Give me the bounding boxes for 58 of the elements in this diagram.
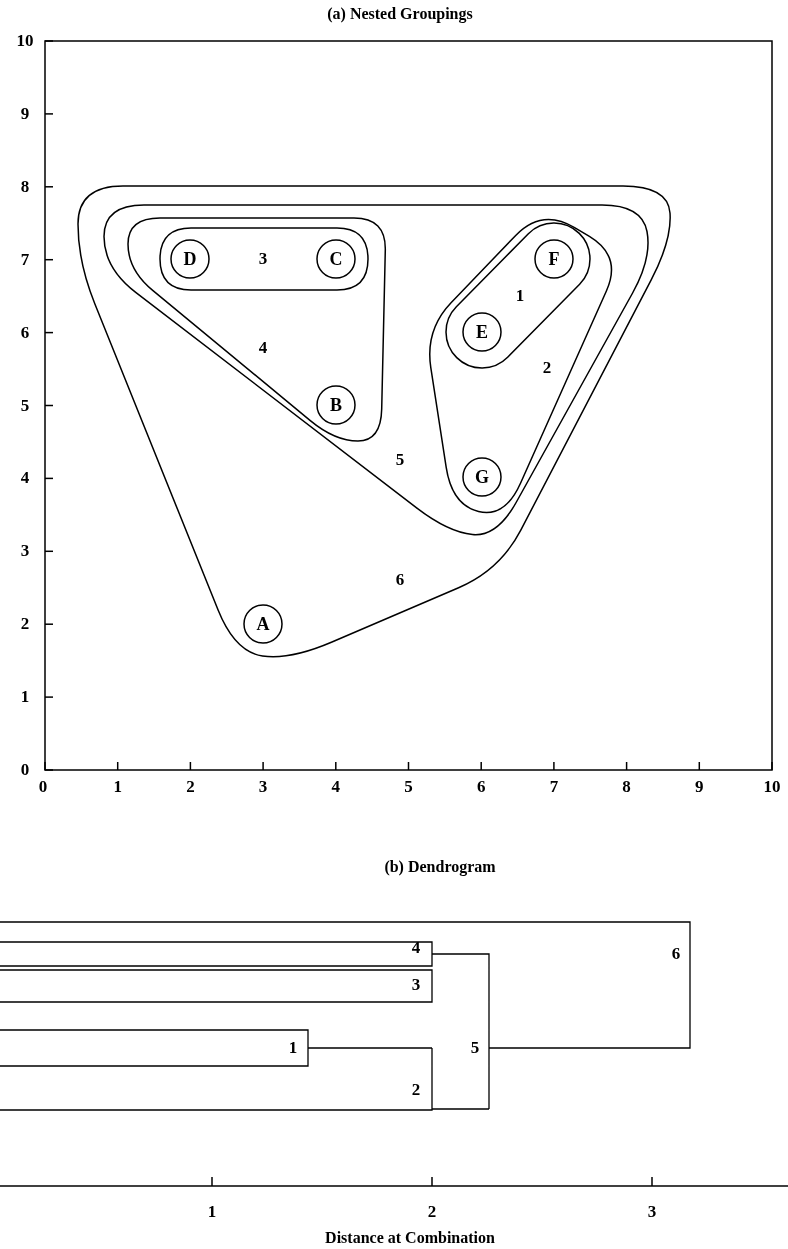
point-letter: B: [330, 396, 342, 414]
point-circle: [316, 385, 356, 425]
axis-tick-label: 2: [20, 615, 30, 634]
point-circle: [462, 312, 502, 352]
axis-tick-label: 5: [404, 778, 413, 796]
point-letter: A: [256, 615, 270, 633]
axis-tick-label: 6: [20, 323, 30, 342]
axis-tick-label: 6: [476, 778, 486, 796]
point-circle: [534, 239, 574, 279]
point-circle: [170, 239, 210, 279]
cluster-number: 6: [671, 945, 681, 963]
axis-tick-label: 1: [113, 778, 122, 796]
point-letter: D: [183, 250, 197, 268]
axis-tick-label: 3: [258, 778, 268, 796]
cluster-number: 2: [542, 359, 552, 377]
cluster-number: 5: [395, 451, 405, 469]
point-circle: [316, 239, 356, 279]
cluster-number: 4: [411, 939, 421, 957]
axis-tick-label: 3: [647, 1203, 657, 1221]
axis-tick-label: 4: [20, 469, 30, 488]
axis-tick-label: 2: [427, 1203, 437, 1221]
cluster-outline: [78, 186, 672, 660]
axis-tick-label: 0: [38, 778, 48, 796]
cluster-number: 3: [258, 250, 268, 268]
cluster-number: 4: [258, 339, 268, 357]
axis-tick-label: 1: [207, 1203, 217, 1221]
cluster-number: 6: [395, 571, 405, 589]
axis-tick-label: 9: [695, 778, 704, 796]
panel-title: (a) Nested Groupings: [327, 5, 473, 23]
axis-tick-label: 3: [20, 542, 30, 561]
cluster-number: 2: [411, 1081, 421, 1099]
cluster-outline: [128, 218, 386, 441]
point-letter: C: [329, 250, 343, 268]
cluster-number: 1: [515, 287, 525, 305]
axis-tick-label: 1: [20, 688, 30, 707]
axis-tick-label: 10: [16, 32, 34, 50]
axis-title: Distance at Combination: [325, 1229, 495, 1247]
point-circle: [243, 604, 283, 644]
point-letter: F: [548, 250, 560, 268]
axis-tick-label: 7: [20, 250, 30, 269]
point-letter: G: [475, 468, 489, 486]
axis-tick-label: 2: [186, 778, 195, 796]
axis-tick-label: 10: [763, 778, 781, 796]
cluster-number: 3: [411, 976, 421, 994]
cluster-number: 1: [288, 1039, 298, 1057]
point-circle: [462, 457, 502, 497]
point-letter: E: [476, 323, 488, 341]
axis-tick-label: 0: [20, 761, 30, 779]
axis-tick-label: 7: [549, 778, 559, 796]
axis-tick-label: 5: [20, 396, 30, 415]
axis-tick-label: 9: [20, 104, 30, 123]
axis-tick-label: 8: [20, 177, 30, 196]
axis-tick-label: 8: [622, 778, 631, 796]
axis-tick-label: 4: [331, 778, 341, 796]
cluster-outline: [160, 228, 368, 290]
panel-title: (b) Dendrogram: [384, 858, 496, 876]
cluster-outline: [104, 205, 652, 537]
cluster-number: 5: [470, 1039, 480, 1057]
